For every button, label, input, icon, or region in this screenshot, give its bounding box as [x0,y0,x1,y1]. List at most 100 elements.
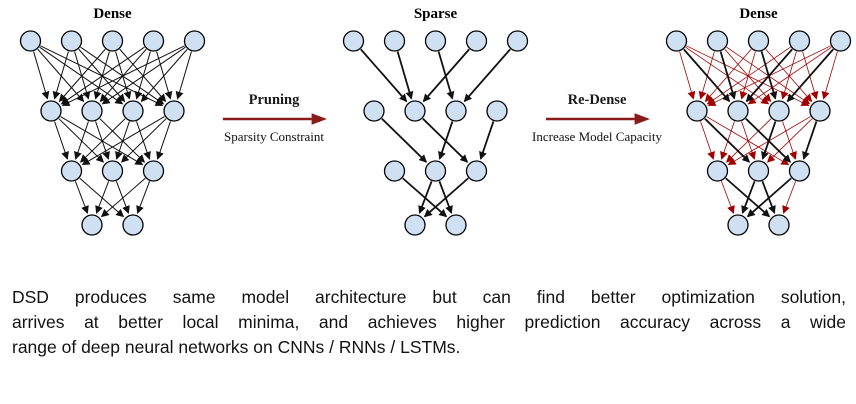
edge [115,181,130,214]
edge [80,46,165,105]
neuron-node [686,100,708,122]
caption-line: range of deep neural networks on CNNs / … [12,337,461,357]
edge [101,46,186,105]
redense-arrow-title: Re-Dense [567,92,627,108]
neuron-node [445,214,467,236]
neuron-node [809,100,831,122]
neuron-node [424,160,447,182]
edge [479,121,495,160]
redense-network-diagram [665,30,852,236]
caption-line: arrives at better local minima, and achi… [12,312,846,332]
neuron-node [445,100,467,122]
neuron-node [465,160,488,182]
edge [136,121,151,160]
edge [396,51,414,100]
edge [782,121,797,160]
neuron-node [706,160,729,182]
edge [52,51,69,100]
neuron-node [404,100,426,122]
edge [95,181,110,214]
edge [765,48,813,103]
edge [100,177,146,218]
edge [706,116,790,166]
edge [81,116,165,166]
edge [761,121,777,160]
edge [739,51,756,100]
edge [719,51,737,100]
neuron-node [342,30,365,52]
edge [33,51,50,100]
harrow-head [311,113,327,125]
edge [724,48,772,103]
edge [438,121,454,160]
edge [782,181,796,214]
edge [140,48,188,103]
edge [58,48,106,103]
neuron-node [81,100,103,122]
pruning-arrow-subtitle: Sparsity Constraint [223,129,325,144]
edge [60,116,144,166]
edge [58,118,105,163]
neuron-node [768,100,790,122]
edge [99,118,146,163]
edge [60,46,145,105]
edge [761,180,776,214]
edge [741,180,756,214]
neuron-node [60,30,83,52]
edge [683,48,731,103]
neuron-node [383,160,406,182]
neuron-node [768,214,790,236]
edge [679,51,696,100]
edge [134,51,151,100]
right-arrow-icon [222,113,327,125]
neuron-node [424,30,447,52]
neuron-node [19,30,42,52]
neuron-node [183,30,206,52]
caption-line: DSD produces same model architecture but… [12,287,846,307]
edge [746,177,792,218]
edge [120,118,167,163]
edge [39,46,124,105]
neuron-node [404,214,426,236]
edge [156,51,173,100]
neuron-node [829,30,852,52]
edge [156,121,171,160]
neuron-node [163,100,185,122]
edge [423,177,469,218]
neuron-node [81,214,103,236]
right-arrow-icon [545,113,650,125]
edge [747,46,832,105]
edge [74,181,89,214]
harrow-head [634,113,650,125]
neuron-node [142,160,165,182]
edge [74,51,91,100]
edge [119,48,167,103]
figure-caption: DSD produces same model architecture but… [12,285,846,360]
edge [786,48,834,103]
edge [741,121,756,160]
neuron-node [363,100,385,122]
edge [704,118,751,163]
edge [93,51,110,100]
edge [95,121,110,160]
dense-network-diagram [19,30,206,236]
edge [725,177,771,218]
edge [721,181,735,214]
edge [360,48,408,103]
edge [725,118,772,163]
neuron-node [40,100,62,122]
pruning-arrow-block: Pruning Sparsity Constraint [215,92,333,145]
neuron-node [706,30,729,52]
edge [402,177,448,218]
edge [418,180,433,214]
edge [115,121,130,160]
network-dense-initial: Dense [10,6,215,239]
neuron-node [727,214,749,236]
edge [463,48,511,103]
neuron-node [122,100,144,122]
edge [780,51,797,100]
neuron-node [101,30,124,52]
neuron-node [122,214,144,236]
neuron-node [465,30,488,52]
